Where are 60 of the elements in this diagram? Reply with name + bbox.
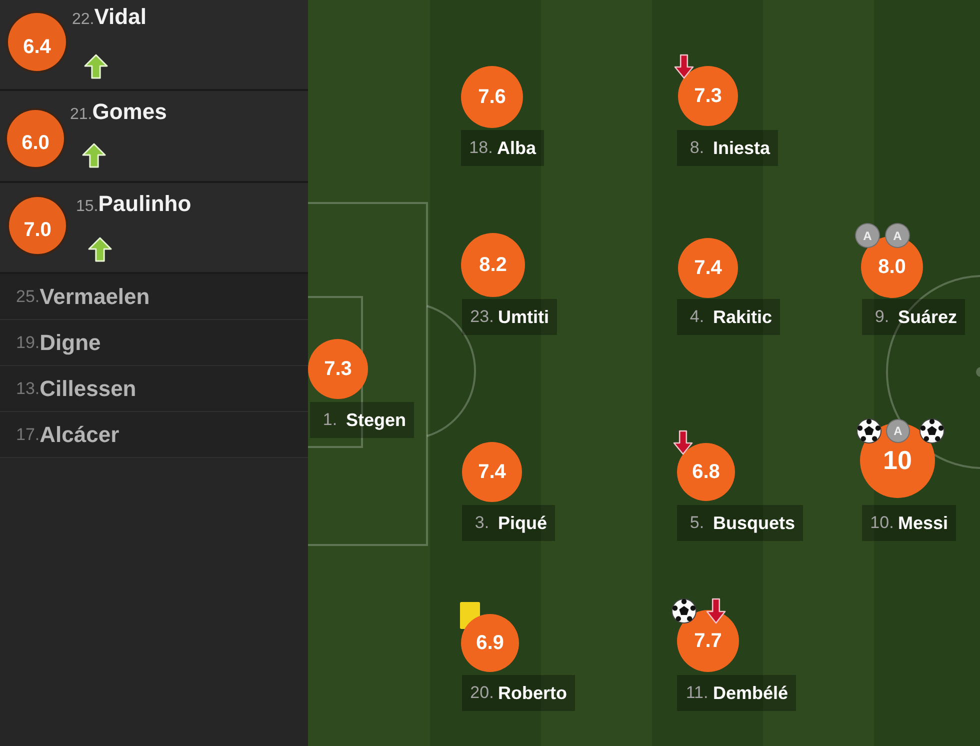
shirt-number: 11. (684, 683, 710, 703)
bench-row (0, 274, 308, 320)
bench-row (0, 366, 308, 412)
player-name: Vermaelen (40, 284, 150, 310)
substitute-row (0, 91, 308, 183)
shirt-number: 5. (688, 513, 706, 533)
assist-marker: A (856, 224, 879, 247)
shirt-number: 8. (688, 138, 706, 158)
shirt-number: 3. (474, 513, 490, 533)
player-name: Digne (40, 330, 101, 356)
name-plate (862, 299, 966, 335)
shirt-number: 25. (16, 286, 40, 306)
player-name: Gomes (92, 99, 167, 125)
shirt-number: 20. (469, 683, 495, 703)
player-name: Vidal (94, 4, 146, 30)
substitute-row (0, 183, 308, 274)
shirt-number: 15. (76, 198, 98, 216)
player-name: Stegen (346, 410, 406, 430)
player-name: Iniesta (713, 138, 770, 158)
name-plate (677, 505, 804, 541)
shirt-number: 18. (468, 138, 494, 158)
substitute-row (0, 0, 308, 91)
player-name: Dembélé (713, 682, 788, 704)
shirt-number: 1. (322, 410, 338, 430)
name-plate (677, 299, 780, 335)
name-plate (462, 299, 557, 335)
name-plate (677, 130, 778, 166)
name-plate (461, 130, 544, 166)
name-plate (310, 402, 414, 438)
rating-circle: 6.4 (8, 13, 66, 71)
name-plate (462, 675, 575, 711)
player-name: Paulinho (98, 191, 192, 217)
rating-circle: 7.0 (9, 197, 66, 254)
bench-row (0, 412, 308, 458)
player-name: Alcácer (40, 422, 120, 448)
shirt-number: 19. (16, 332, 40, 352)
player-name: Cillessen (40, 376, 136, 402)
player-name: Suárez (898, 306, 958, 328)
assist-marker: A (887, 420, 909, 442)
player-name: Roberto (498, 682, 567, 704)
shirt-number: 13. (16, 378, 40, 398)
player-name: Alba (497, 138, 536, 158)
shirt-number: 22. (72, 11, 94, 29)
name-plate (677, 675, 796, 711)
bench-row (0, 320, 308, 366)
player-name: Umtiti (498, 306, 549, 328)
name-plate (462, 505, 556, 541)
rating-circle: 6.0 (7, 110, 64, 167)
shirt-number: 9. (874, 307, 890, 327)
shirt-number: 21. (70, 106, 92, 124)
assist-marker: A (886, 224, 909, 247)
player-name: Messi (898, 512, 948, 534)
shirt-number: 10. (869, 513, 895, 533)
shirt-number: 17. (16, 424, 40, 444)
name-plate (862, 505, 956, 541)
shirt-number: 4. (688, 307, 706, 327)
shirt-number: 23. (469, 307, 495, 327)
player-name: Piqué (498, 512, 548, 534)
player-name: Busquets (713, 512, 796, 534)
player-name: Rakitic (713, 306, 772, 328)
